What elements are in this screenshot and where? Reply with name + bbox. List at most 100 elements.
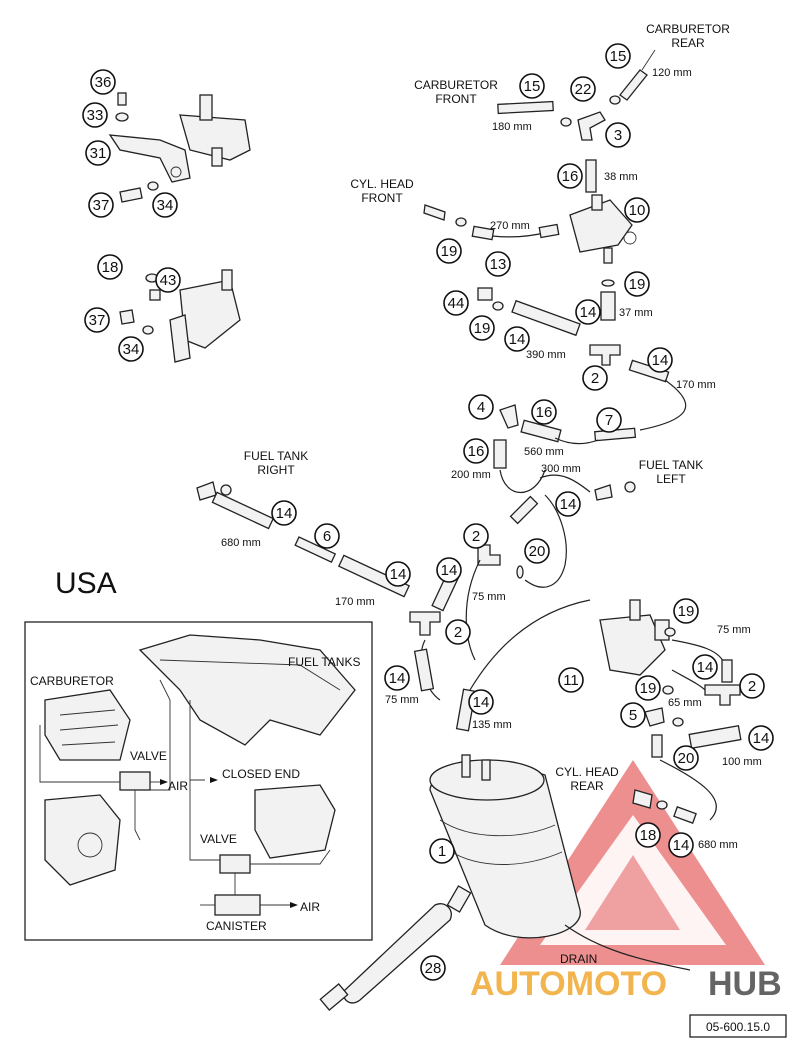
svg-text:4: 4 [477,399,485,416]
label-line: CYL. HEAD [350,177,414,191]
callout: 20 [524,538,550,564]
callout: 19 [673,598,699,624]
callout: 13 [485,251,511,277]
callout: 19 [436,238,462,264]
svg-text:11: 11 [563,672,579,689]
svg-text:22: 22 [575,81,592,98]
drain-hose [319,885,472,1011]
dim-label: 560 mm [524,446,564,458]
svg-text:16: 16 [562,168,579,185]
svg-text:16: 16 [536,404,553,421]
dim-label: 100 mm [722,756,762,768]
svg-text:18: 18 [640,827,657,844]
lower-valve-assembly [599,599,742,824]
label-line: CYL. HEAD [555,765,619,779]
watermark-text-main: AUTOMOTO [470,965,667,1003]
dim-label: 120 mm [652,67,692,79]
svg-text:13: 13 [490,256,507,273]
dim-label: 170 mm [335,596,375,608]
svg-text:19: 19 [441,243,458,260]
svg-text:20: 20 [529,543,546,560]
dim-label: 180 mm [492,121,532,133]
dim-label: 37 mm [619,307,653,319]
callout: 14 [436,557,462,583]
svg-text:31: 31 [90,145,107,162]
callout: 34 [118,336,144,362]
callout: 2 [739,673,765,699]
callout: 14 [468,689,494,715]
svg-text:15: 15 [610,48,627,65]
evap-canister [429,754,691,971]
callout: 16 [557,163,583,189]
callout: 15 [519,73,545,99]
callout: 31 [85,140,111,166]
callout: 14 [555,491,581,517]
svg-text:18: 18 [102,259,119,276]
valve-bracket-assembly-2 [119,269,241,363]
svg-text:20: 20 [678,750,695,767]
callout: 14 [504,326,530,352]
callout: 44 [443,290,469,316]
callout: 3 [605,122,631,148]
callout: 33 [82,102,108,128]
callout: 19 [624,271,650,297]
svg-text:14: 14 [441,562,458,579]
svg-text:2: 2 [748,678,756,695]
callout: 37 [88,192,114,218]
inset-carburetor-label: CARBURETOR [30,674,114,688]
svg-text:14: 14 [580,304,597,321]
callout: 6 [314,523,340,549]
inset-valve2-label: VALVE [200,832,237,846]
callout: 14 [271,500,297,526]
label-line: RIGHT [257,463,295,477]
svg-text:1: 1 [438,843,446,860]
svg-text:14: 14 [389,670,406,687]
dim-label: 390 mm [526,349,566,361]
svg-text:2: 2 [454,624,462,641]
reference-code-box: 05-600.15.0 [689,1014,787,1038]
callout: 14 [385,561,411,587]
svg-text:15: 15 [524,78,541,95]
svg-text:36: 36 [95,74,112,91]
dim-label: 75 mm [717,624,751,636]
label-line: CARBURETOR [646,22,730,36]
label-line: REAR [570,779,604,793]
callout: 2 [463,523,489,549]
valve-bracket-assembly [108,92,251,203]
svg-text:14: 14 [390,566,407,583]
callout: 15 [605,43,631,69]
callout: 7 [596,407,622,433]
inset-air1-label: AIR [168,779,188,793]
svg-text:2: 2 [472,528,480,545]
label-line: FUEL TANK [639,458,703,472]
label-line: FUEL TANK [244,449,308,463]
svg-text:37: 37 [89,312,106,329]
callout: 28 [420,955,446,981]
upper-hose-network [423,49,687,525]
svg-text:44: 44 [448,295,465,312]
callout: 4 [468,394,494,420]
dim-label: 170 mm [676,379,716,391]
callout: 2 [445,619,471,645]
callout: 14 [647,347,673,373]
callout: 14 [748,725,774,751]
callout: 14 [668,832,694,858]
svg-text:33: 33 [87,107,104,124]
callout: 37 [84,307,110,333]
usa-schematic-inset: CARBURETOR FUEL TANKS VALVE AIR CLOSED E… [24,621,373,941]
callout: 18 [97,254,123,280]
svg-text:14: 14 [473,694,490,711]
callout: 36 [90,69,116,95]
svg-text:6: 6 [323,528,331,545]
callout: 19 [469,315,495,341]
dim-label: 75 mm [472,591,506,603]
dim-label: 680 mm [221,537,261,549]
svg-text:14: 14 [276,505,293,522]
svg-text:28: 28 [425,960,442,977]
